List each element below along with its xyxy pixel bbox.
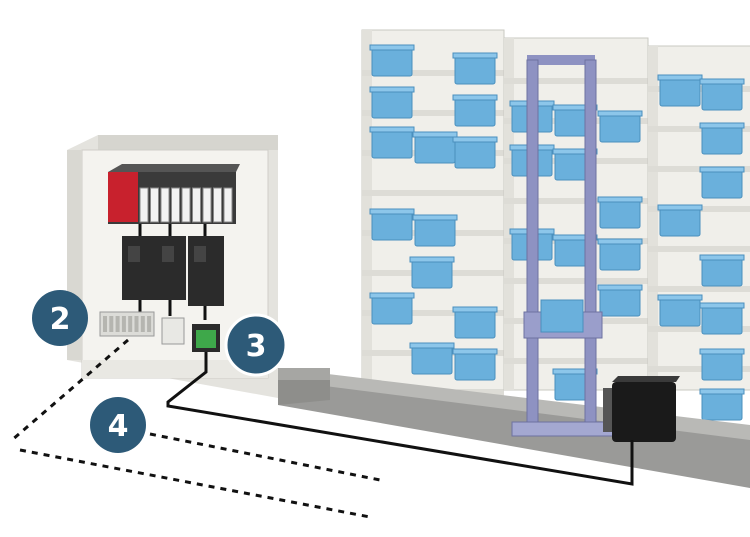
terminal-slot	[147, 316, 152, 332]
storage-bin	[599, 287, 641, 317]
shelf-board	[504, 198, 648, 204]
storage-bin	[701, 169, 743, 199]
shelf-board	[504, 278, 648, 284]
storage-bin	[371, 89, 413, 119]
storage-shelving	[361, 29, 750, 421]
shelf-board	[504, 78, 648, 84]
shelf-board	[362, 70, 504, 76]
storage-bin	[701, 391, 743, 421]
storage-bin	[701, 305, 743, 335]
storage-bin	[411, 345, 453, 375]
plc-io-module	[181, 187, 191, 223]
plc-io-module	[139, 187, 149, 223]
callout-label-2: 2	[50, 302, 71, 337]
storage-bin	[454, 351, 496, 381]
plc-io-module	[171, 187, 180, 223]
shelf-board	[362, 310, 504, 316]
servo-drive-left	[122, 236, 156, 300]
storage-bin	[454, 55, 496, 85]
storage-bin	[371, 129, 413, 159]
storage-bin	[599, 113, 641, 143]
storage-bin	[371, 47, 413, 77]
storage-bin	[701, 81, 743, 111]
servo-drive-middle	[156, 236, 186, 300]
relay-module	[161, 317, 185, 345]
shelf-board	[648, 246, 750, 252]
storage-bin	[411, 259, 453, 289]
plc-io-module	[202, 187, 212, 223]
plc-io-module	[192, 187, 201, 223]
storage-bin	[701, 257, 743, 287]
storage-bin	[414, 217, 456, 247]
storage-bin	[701, 351, 743, 381]
storage-bin	[371, 295, 413, 325]
shelf-board	[648, 326, 750, 332]
shelf-board	[648, 166, 750, 172]
callout-label-4: 4	[108, 409, 129, 444]
callout-badge-4: 4	[90, 397, 146, 453]
storage-bin	[454, 97, 496, 127]
terminal-slot	[109, 316, 114, 332]
shelf-board	[648, 126, 750, 132]
storage-bin	[454, 139, 496, 169]
storage-bin	[371, 211, 413, 241]
plc-io-module	[213, 187, 222, 223]
storage-bin	[659, 297, 701, 327]
terminal-slot	[128, 316, 133, 332]
servo-motor	[603, 376, 680, 442]
vertical-gantry	[511, 55, 623, 437]
plc-rack	[108, 164, 240, 224]
storage-bin	[414, 134, 456, 164]
terminal-slot	[103, 316, 107, 332]
shelf-board	[362, 110, 504, 116]
interface-module	[192, 324, 220, 352]
shelf-board	[648, 286, 750, 292]
storage-bin	[599, 199, 641, 229]
cables	[11, 338, 634, 519]
shelf-board	[504, 358, 648, 364]
storage-bin	[599, 241, 641, 271]
storage-bin	[659, 207, 701, 237]
callout-badge-2: 2	[32, 290, 88, 346]
storage-bin	[659, 77, 701, 107]
servo-drive-right	[188, 236, 224, 306]
plc-io-module	[223, 187, 233, 223]
storage-bin	[701, 125, 743, 155]
terminal-slot	[140, 316, 145, 332]
terminal-slot	[115, 316, 120, 332]
plc-io-module	[150, 187, 159, 223]
storage-bin	[454, 309, 496, 339]
terminal-slot	[121, 316, 126, 332]
shelf-board	[362, 190, 504, 196]
plc-io-module	[160, 187, 170, 223]
terminal-slot	[134, 316, 139, 332]
callout-label-3: 3	[246, 329, 267, 364]
shelf-board	[648, 366, 750, 372]
terminal-block	[99, 311, 155, 337]
callout-badge-3: 3	[224, 313, 288, 377]
